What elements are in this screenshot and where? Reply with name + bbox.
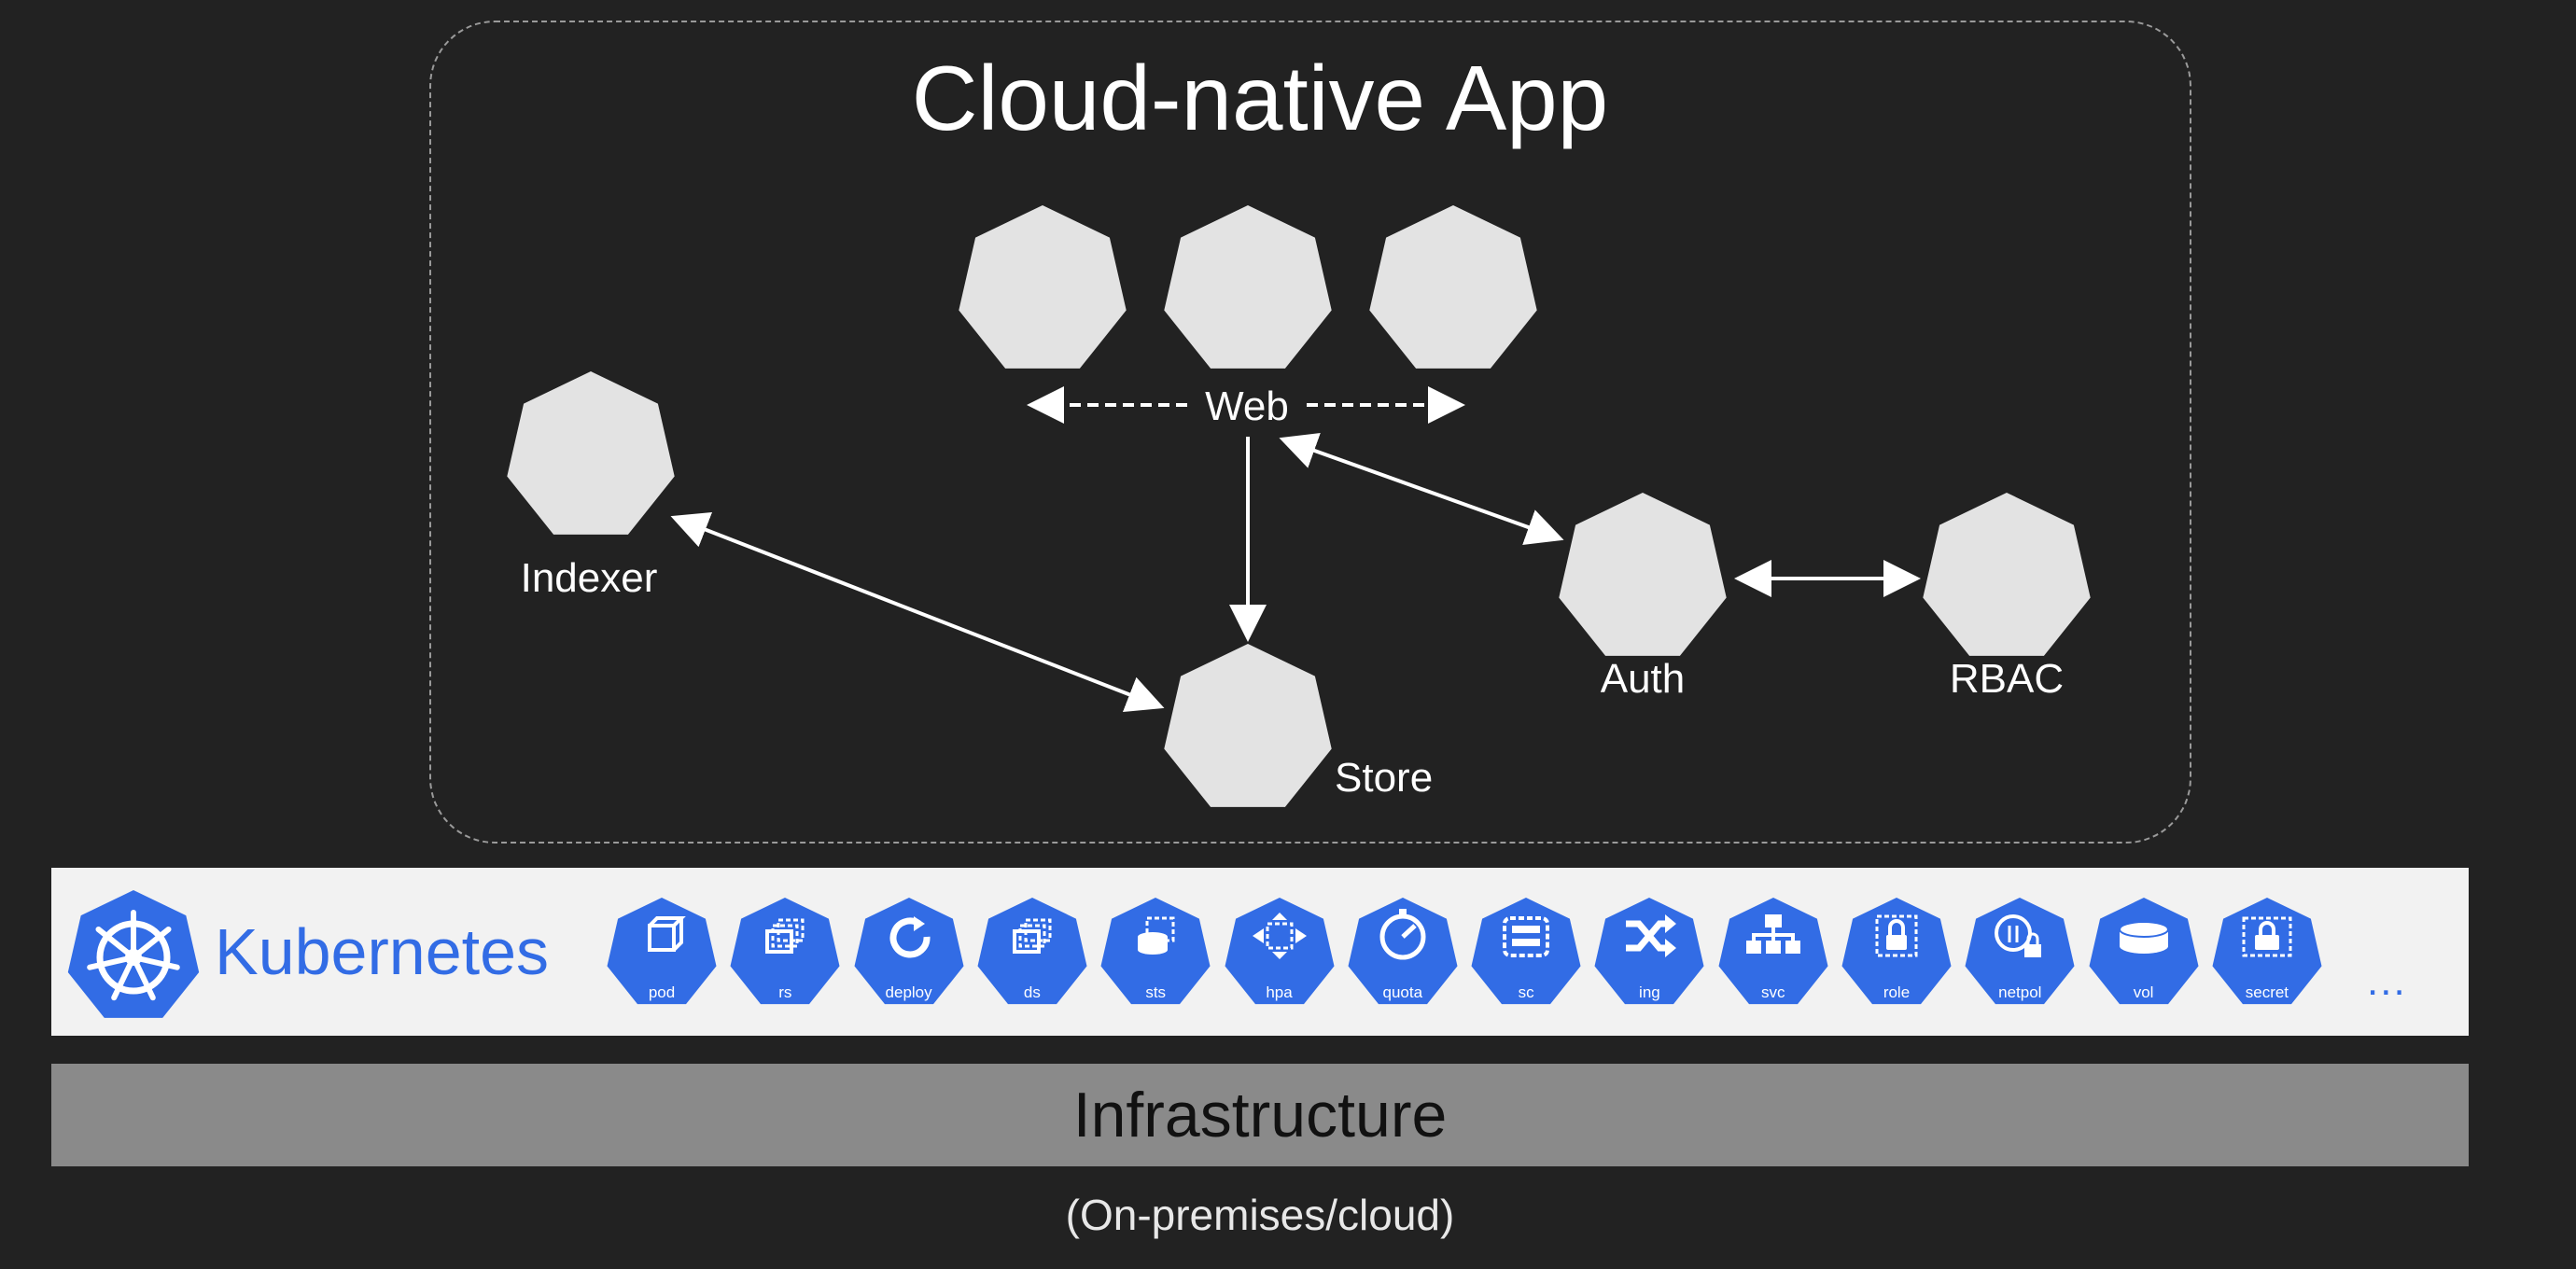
auth-label: Auth (1601, 656, 1686, 702)
rbac-node (1923, 493, 2091, 656)
resource-label: quota (1382, 983, 1423, 1001)
store-node (1164, 644, 1332, 807)
resource-ing: ing (1594, 898, 1704, 1010)
resource-vol: vol (2089, 898, 2199, 1010)
infrastructure-title: Infrastructure (1072, 1080, 1448, 1150)
kubernetes-title: Kubernetes (215, 915, 550, 988)
resource-hpa: hpa (1225, 898, 1335, 1010)
stacked-pages-icon (730, 898, 840, 1005)
cloud-native-app-container (429, 21, 2191, 844)
web-node-replica-2 (1164, 205, 1332, 369)
resource-label: sts (1145, 983, 1167, 1001)
store-label: Store (1335, 755, 1433, 801)
resource-label: svc (1760, 983, 1785, 1001)
padlock-arrows-icon (1965, 898, 2075, 1005)
stacked-pages-icon (977, 898, 1087, 1005)
resource-label: sc (1518, 983, 1534, 1001)
cube-icon (607, 898, 717, 1005)
indexer-store-arrow (670, 511, 1165, 713)
more-resources-ellipsis: ... (2367, 958, 2407, 1004)
resource-ds: ds (977, 898, 1087, 1010)
infrastructure-subtitle: (On-premises/cloud) (1065, 1191, 1455, 1239)
web-auth-arrow (1279, 432, 1564, 546)
infrastructure-bar (51, 1064, 2469, 1166)
resize-arrows-icon (1225, 898, 1334, 1005)
network-tree-icon (1718, 898, 1828, 1005)
resource-sc: sc (1471, 898, 1581, 1010)
indexer-node (507, 371, 675, 535)
resource-label: role (1883, 983, 1911, 1001)
app-architecture-diagram: Web Indexer Store Auth RBAC (507, 205, 2091, 807)
gauge-icon (1348, 898, 1458, 1005)
app-title: Cloud-native App (911, 47, 1609, 149)
resource-label: pod (648, 983, 676, 1001)
resource-pod: pod (607, 898, 717, 1010)
kubernetes-logo-icon (67, 890, 200, 1018)
disk-icon (2089, 898, 2199, 1005)
resource-label: netpol (1998, 983, 2042, 1001)
resource-role: role (1841, 898, 1952, 1010)
storage-class-icon (1471, 898, 1581, 1005)
database-pages-icon (1100, 898, 1211, 1005)
resource-label: rs (778, 983, 792, 1001)
auth-node (1559, 493, 1727, 656)
web-node-replica-3 (1369, 205, 1537, 369)
resource-label: deploy (885, 983, 932, 1001)
resource-label: ing (1639, 983, 1660, 1001)
resource-label: secret (2245, 983, 2289, 1001)
resource-rs: rs (730, 898, 840, 1010)
resource-quota: quota (1348, 898, 1458, 1010)
padlock-secret-icon (2212, 898, 2322, 1005)
resource-label: vol (2133, 983, 2154, 1001)
web-label: Web (1205, 383, 1289, 429)
resource-label: hpa (1266, 983, 1293, 1001)
indexer-label: Indexer (521, 555, 658, 601)
resource-label: ds (1023, 983, 1041, 1001)
resource-deploy: deploy (854, 898, 964, 1010)
web-node-replica-1 (959, 205, 1127, 369)
refresh-icon (854, 898, 964, 1005)
resource-sts: sts (1100, 898, 1211, 1010)
padlock-icon (1841, 898, 1952, 1005)
rbac-label: RBAC (1950, 656, 2064, 702)
resource-svc: svc (1718, 898, 1828, 1010)
resource-netpol: netpol (1965, 898, 2075, 1010)
resource-secret: secret (2212, 898, 2322, 1010)
shuffle-icon (1594, 898, 1704, 1005)
